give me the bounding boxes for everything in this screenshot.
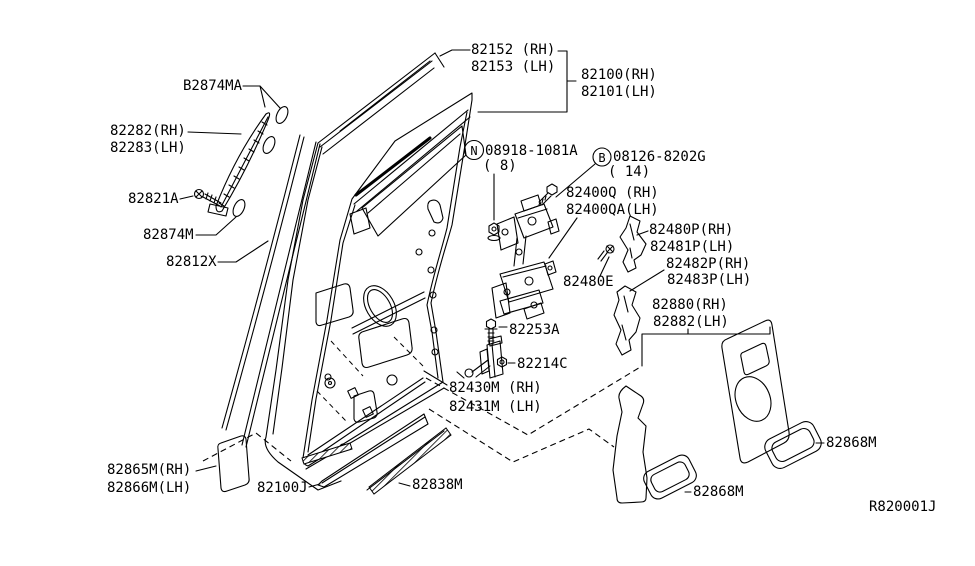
division-bar-drawing: [193, 106, 289, 217]
label-b2874ma: B2874MA: [183, 78, 243, 94]
clip-82874m: [232, 199, 246, 217]
division-bar-foot: [207, 203, 229, 217]
label-nut-qty: ( 8): [483, 158, 517, 174]
glass-corner-bracket: [349, 207, 371, 235]
label-82812x: 82812X: [166, 254, 217, 270]
label-82431m: 82431M (LH): [449, 399, 542, 415]
sealing-screen-panel: [721, 319, 790, 464]
belt-line-reinforcement: [354, 136, 432, 197]
hinge-assembly-drawing: [487, 183, 560, 320]
screw-82821a-icon: [193, 188, 222, 207]
label-82868m-front: 82868M: [693, 484, 744, 500]
bolt-symbol-letter: B: [598, 151, 605, 165]
bracket-82480p-drawing: [619, 215, 647, 273]
division-bar-hatch: [218, 121, 268, 207]
door-shell-drawing: [301, 92, 473, 470]
label-drawing-ref: R820001J: [869, 499, 936, 515]
label-82882: 82882(LH): [653, 314, 729, 330]
label-82430m: 82430M (RH): [449, 380, 542, 396]
label-82100j: 82100J: [257, 480, 308, 496]
label-82100: 82100(RH): [581, 67, 657, 83]
label-nut-part: 08918-1081A: [485, 143, 578, 159]
label-82482p: 82482P(RH): [666, 256, 750, 272]
bracket-82482p-drawing: [613, 285, 641, 356]
nut-symbol-letter: N: [470, 144, 477, 158]
label-82152: 82152 (RH): [471, 42, 555, 58]
label-bolt-qty: ( 14): [608, 164, 650, 180]
leader-lines: [179, 49, 825, 493]
label-82400qa: 82400QA(LH): [566, 202, 659, 218]
kick-plate-drawing: [217, 435, 250, 493]
division-bar: [215, 112, 271, 213]
label-82214c: 82214C: [517, 356, 568, 372]
label-82866m: 82866M(LH): [107, 480, 191, 496]
label-82253a: 82253A: [509, 322, 560, 338]
label-82480p: 82480P(RH): [649, 222, 733, 238]
bolt-symbol-circle: [592, 147, 612, 167]
outer-panel-drawing: [264, 52, 445, 491]
seal-82868m-rear-icon: [764, 421, 822, 469]
strip-82838m: [368, 427, 452, 495]
check-link-drawing: [456, 318, 508, 379]
sealing-screen-rear-drawing: [721, 319, 790, 464]
label-82153: 82153 (LH): [471, 59, 555, 75]
sill-strips-drawing: [317, 413, 452, 495]
label-82483p: 82483P(LH): [667, 272, 751, 288]
nut-82214c-icon: [496, 356, 508, 368]
bolt-08126-icon: [538, 183, 558, 206]
label-82101: 82101(LH): [581, 84, 657, 100]
sealing-screen-front-drawing: [612, 385, 648, 504]
nut-08918-icon: [487, 222, 501, 242]
label-82400q: 82400Q (RH): [566, 185, 659, 201]
label-82821a: 82821A: [128, 191, 179, 207]
label-82282: 82282(RH): [110, 123, 186, 139]
label-82481p: 82481P(LH): [650, 239, 734, 255]
label-82868m-rear: 82868M: [826, 435, 877, 451]
label-82874m: 82874M: [143, 227, 194, 243]
qty-symbols: N B: [463, 139, 612, 167]
label-82838m: 82838M: [412, 477, 463, 493]
label-bolt-part: 08126-8202G: [613, 149, 706, 165]
label-82480e: 82480E: [563, 274, 614, 290]
label-82880: 82880(RH): [652, 297, 728, 313]
nut-symbol-circle: [463, 139, 485, 161]
bolt-82480e-icon: [597, 244, 615, 262]
weatherstrip-strips-drawing: [221, 134, 321, 448]
label-82865m: 82865M(RH): [107, 462, 191, 478]
seal-82868m-front-icon: [643, 454, 697, 500]
door-bottom-hatch: [301, 442, 353, 465]
clip-b2874ma-upper: [275, 106, 289, 124]
inner-panel-oval-hole: [363, 285, 397, 327]
projection-dashed-lines: [202, 365, 643, 463]
bolt-82253a-icon: [484, 318, 498, 345]
labels: B2874MA 82282(RH) 82283(LH) 82821A 82874…: [107, 42, 936, 515]
clip-b2874ma-lower: [262, 136, 276, 154]
strip-82100j: [317, 413, 429, 488]
label-82283: 82283(LH): [110, 140, 186, 156]
